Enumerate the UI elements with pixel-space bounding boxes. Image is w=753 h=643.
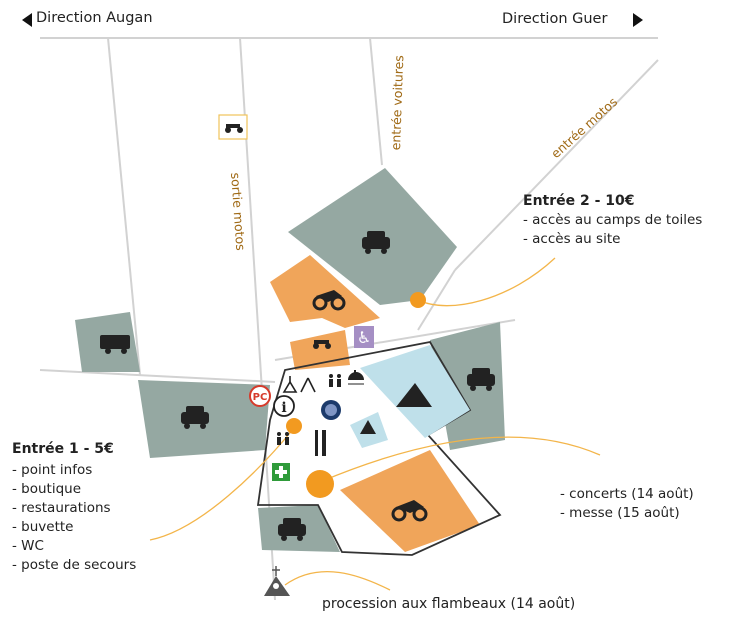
entree1-block: Entrée 1 - 5€ - point infos - boutique -…	[12, 440, 136, 575]
motorcycle-icon	[225, 124, 243, 133]
pc-icon-letters: PC	[253, 392, 268, 403]
info-icon	[273, 395, 295, 417]
entree2-block: Entrée 2 - 10€ - accès au camps de toile…	[523, 192, 702, 249]
chapel-icon	[264, 566, 290, 596]
accessible-icon: ♿	[357, 328, 371, 347]
event-item: - messe (15 août)	[560, 505, 680, 521]
entree1-item: - poste de secours	[12, 557, 137, 573]
site-boundary	[256, 340, 502, 556]
info-icon-letter: i	[281, 400, 286, 416]
globe-icon-inner	[325, 404, 337, 416]
pc-icon	[249, 385, 271, 407]
shower-icon	[348, 370, 364, 385]
line-procession	[284, 571, 391, 591]
camper-icon	[100, 335, 130, 354]
procession-label: procession aux flambeaux (14 août)	[322, 596, 576, 612]
church-icon	[282, 376, 316, 393]
wc-icon	[329, 374, 341, 387]
entree2-item: - accès au site	[523, 231, 621, 247]
marker-entree1	[286, 418, 302, 434]
car-icon	[362, 231, 390, 254]
entree1-title: Entrée 1 - 5€	[12, 441, 114, 457]
first-aid-cross-h	[275, 470, 287, 474]
road-voitures	[369, 37, 383, 166]
moto-zones	[270, 255, 480, 552]
car-icon	[278, 518, 306, 541]
marker-entree2	[410, 292, 426, 308]
events-block: - concerts (14 août) - messe (15 août)	[560, 485, 694, 523]
road-horizontal	[39, 369, 276, 383]
wc-icon	[277, 432, 289, 445]
road-motos-2	[417, 269, 456, 331]
entree1-item: - point infos	[12, 462, 93, 478]
direction-guer: Direction Guer	[502, 11, 608, 27]
road-motos	[454, 59, 659, 271]
entree1-item: - buvette	[12, 519, 74, 535]
arrow-left-icon	[22, 13, 32, 27]
motorcycle-icon	[312, 290, 346, 311]
marker-events	[306, 470, 334, 498]
entree1-item: - boutique	[12, 481, 82, 497]
moto-zone-3	[340, 450, 480, 552]
tent-icon	[396, 383, 432, 407]
restaurant-icon	[315, 430, 326, 456]
entree2-item: - accès au camps de toiles	[523, 212, 703, 228]
arrow-right-icon	[633, 13, 643, 27]
motorcycle-icon	[313, 340, 331, 349]
car-icon	[181, 406, 209, 429]
event-item: - concerts (14 août)	[560, 486, 694, 502]
tent-icon	[360, 420, 376, 434]
entree1-item: - restaurations	[12, 500, 111, 516]
car-icon	[467, 368, 495, 391]
accessible-zone	[354, 326, 374, 348]
line-entree2	[417, 257, 556, 307]
moto-zone-1	[270, 255, 380, 328]
road-west	[107, 37, 141, 376]
direction-augan: Direction Augan	[36, 10, 153, 26]
line-events	[319, 436, 601, 483]
entree1-item: - WC	[12, 538, 44, 554]
motorcycle-icon	[391, 500, 428, 522]
entree2-title: Entrée 2 - 10€	[523, 193, 635, 209]
